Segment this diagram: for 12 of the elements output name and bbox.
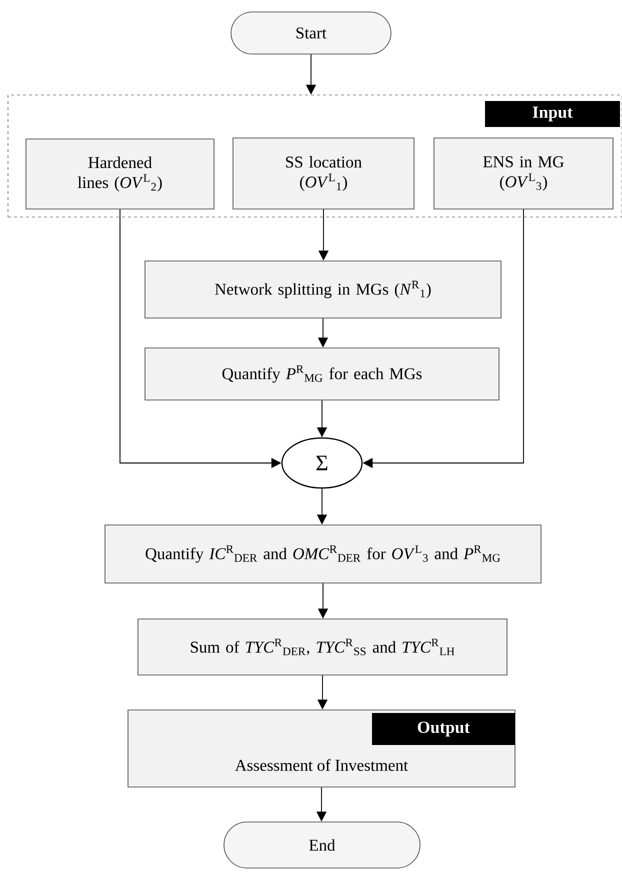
process-box: SS location (OV$^{L}$$_{1}$) xyxy=(232,138,414,210)
process-box: Quantify IC$^{R}$$_{DER}$ and OMC$^{R}$$_{DER}$ for OV$^{L}$$_{3}$ and P$^{R}$MG xyxy=(104,524,542,584)
section-tag: Input xyxy=(485,101,620,127)
process-box: Quantify P$^{R}$$_{MG}$ for each MGs xyxy=(144,348,500,400)
section-tag: Output xyxy=(372,713,515,745)
process-box: Hardened lines (OV$^{L}$$_{2}$) xyxy=(26,138,214,210)
output-box: Output Assessment of Investment xyxy=(128,710,516,788)
process-box: Network splitting in MGs (N$^{R}$$_{1}$) xyxy=(144,260,502,318)
process-box: Sum of TYC$^{R}$$_{DER}$, TYC$^{R}$$_{SS}$ and TYC$^{R}$LH xyxy=(138,618,508,676)
summing-junction: Σ xyxy=(281,437,363,489)
process-box: ENS in MG (OV$^{L}$$_{3}$) xyxy=(434,138,614,210)
input-group-frame xyxy=(8,94,622,218)
